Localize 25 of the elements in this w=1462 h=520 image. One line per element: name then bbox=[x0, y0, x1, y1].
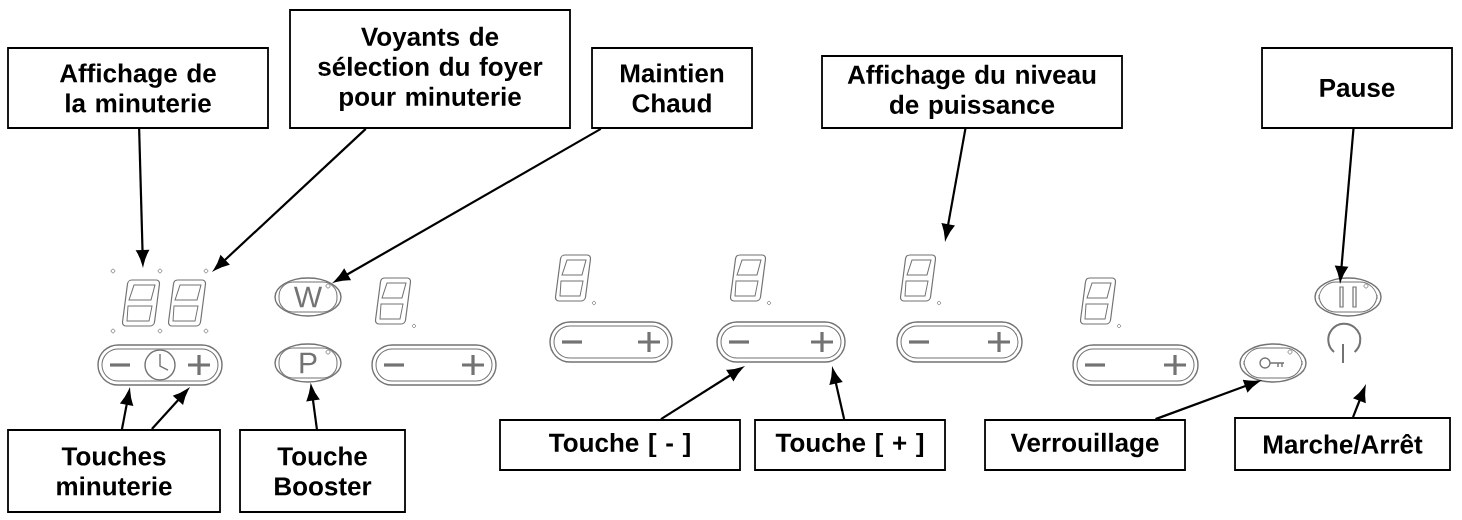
callout-box: Maintien Chaud bbox=[591, 47, 753, 129]
callout-box: Voyants de sélection du foyer pour minuterie bbox=[289, 9, 571, 129]
callout-box: Touche [ + ] bbox=[754, 419, 946, 471]
leader-line bbox=[306, 385, 319, 430]
leader-line bbox=[1335, 128, 1355, 281]
callout-box: Pause bbox=[1261, 47, 1453, 129]
leader-line bbox=[151, 389, 189, 430]
leader-line bbox=[120, 390, 133, 430]
leader-line bbox=[941, 128, 967, 239]
callout-box: Touche Booster bbox=[239, 429, 406, 513]
control-button: W bbox=[274, 277, 342, 317]
leader-line bbox=[1352, 387, 1366, 418]
callout-box: Affichage de la minuterie bbox=[7, 47, 269, 129]
leader-line bbox=[214, 128, 367, 271]
callout-box: Affichage du niveau de puissance bbox=[821, 55, 1123, 129]
callout-box: Verrouillage bbox=[984, 419, 1186, 471]
leader-line bbox=[136, 128, 149, 265]
callout-box: Marche/Arrêt bbox=[1234, 417, 1451, 471]
control-button: P bbox=[274, 343, 342, 383]
leader-line bbox=[660, 367, 743, 421]
leader-line bbox=[829, 369, 846, 420]
leader-line bbox=[334, 127, 602, 283]
callout-box: Touches minuterie bbox=[7, 429, 221, 513]
callout-box: Touche [ - ] bbox=[499, 419, 741, 471]
leader-line bbox=[1155, 380, 1259, 421]
